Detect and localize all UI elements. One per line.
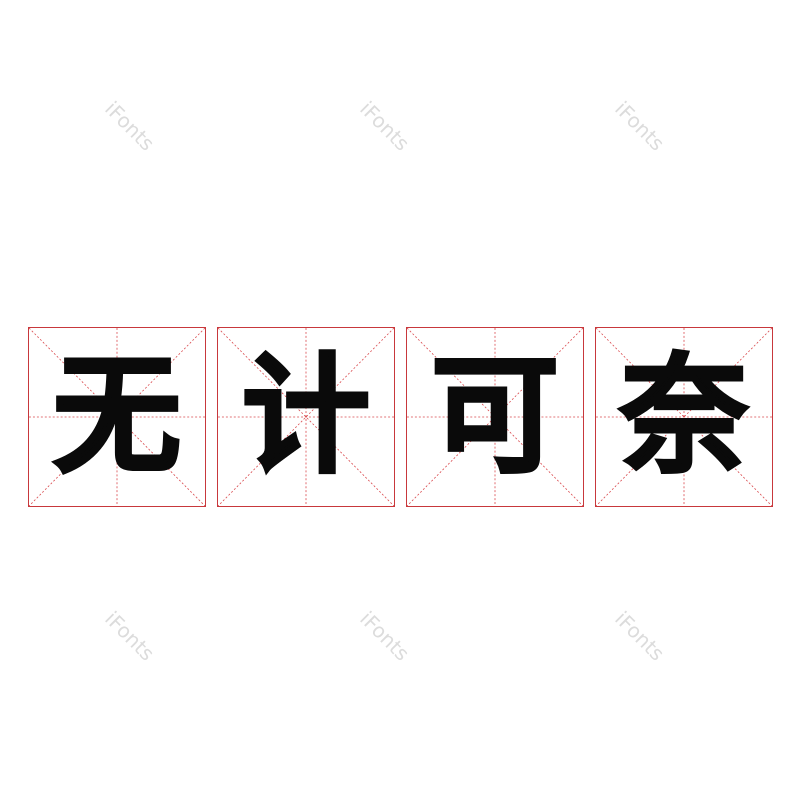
- character-glyph: 奈: [618, 342, 749, 491]
- watermark-text: iFonts: [100, 606, 160, 666]
- character-cell: 奈: [595, 327, 773, 507]
- character-glyph: 计: [240, 342, 371, 491]
- character-glyph: 可: [429, 342, 560, 491]
- character-cell: 无: [28, 327, 206, 507]
- cell-guide-lines: [218, 328, 394, 506]
- character-cell: 计: [217, 327, 395, 507]
- watermark-text: iFonts: [610, 96, 670, 156]
- character-grid-row: 无 计 可 奈: [28, 327, 773, 509]
- cell-guide-lines: [29, 328, 205, 506]
- watermark-text: iFonts: [100, 96, 160, 156]
- cell-guide-lines: [596, 328, 772, 506]
- cell-guide-lines: [407, 328, 583, 506]
- character-cell: 可: [406, 327, 584, 507]
- character-glyph: 无: [51, 342, 182, 491]
- watermark-text: iFonts: [355, 96, 415, 156]
- watermark-text: iFonts: [355, 606, 415, 666]
- watermark-text: iFonts: [610, 606, 670, 666]
